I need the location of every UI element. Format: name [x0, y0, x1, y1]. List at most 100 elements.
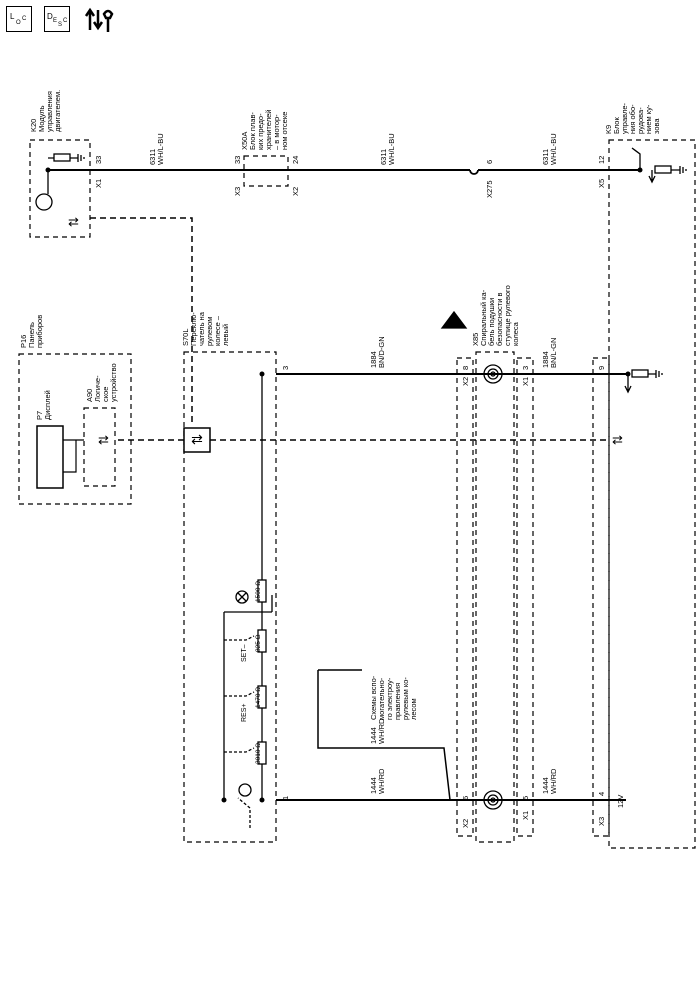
- p16-name-line-0: Панель: [27, 322, 36, 348]
- k9-1884-resistor: [631, 369, 649, 378]
- other-circuits-label-line-3: правления: [393, 683, 402, 720]
- x275-ref: X275: [485, 180, 494, 198]
- s70l-name-line-4: левый: [221, 324, 230, 346]
- x85-name-line-4: колеса: [511, 321, 520, 346]
- x85-pin-8: 8: [461, 366, 470, 370]
- a90-name-line-2: устройство: [109, 363, 118, 402]
- s70l-name-line-2: рулевом: [205, 317, 214, 346]
- cruise-button-icon: [238, 783, 252, 797]
- s70l-pin-3: 3: [281, 366, 290, 370]
- a90-name-line-1: ское: [101, 387, 110, 402]
- k9-voltage: 12V: [616, 795, 625, 808]
- x50a-ref: X50A: [240, 132, 249, 150]
- x85-name-line-0: Спиральный ка-: [479, 289, 488, 346]
- k20-sensor-icon: [35, 193, 53, 211]
- k9-conn-x3: X3: [597, 817, 606, 826]
- k20-resistor: [53, 153, 71, 162]
- k9-pin-9: 9: [597, 366, 606, 370]
- x85-name-line-2: безопасности в: [495, 293, 504, 346]
- x50a-conn-right: X2: [291, 187, 300, 196]
- clockspring-top-icon: [483, 364, 503, 384]
- k20-ref: K20: [29, 119, 38, 132]
- s70l-top-link: [261, 374, 273, 612]
- k9-name-line-2: ния обо-: [628, 104, 637, 134]
- wire-1444-b-color: WH/RD: [549, 768, 558, 794]
- x85-ref: X85: [471, 333, 480, 346]
- k9-arrow-icon: [648, 170, 656, 184]
- a90-bus-icon: ⇄: [98, 432, 109, 447]
- bus-splice-box: [183, 427, 211, 453]
- resistor-1500-label: 1500 Ω: [255, 581, 262, 602]
- wire-6311-c-num: 6311: [541, 149, 550, 165]
- wire-1444-c-color: WH/RD: [377, 718, 386, 744]
- button-set-label: SET–: [241, 644, 248, 662]
- x85-x1-box: [516, 357, 534, 837]
- s70l-box: [183, 351, 277, 843]
- k20-pin: 33: [94, 156, 103, 164]
- k9-switch-icon: [631, 147, 641, 170]
- k9-bus-icon: ⇄: [612, 432, 623, 447]
- wire-1444-a-num: 1444: [369, 777, 378, 794]
- resistor-825-label: 825 Ω: [255, 634, 262, 652]
- k9-pin-4: 4: [597, 792, 606, 796]
- x85-box: [475, 351, 515, 843]
- k20-data-bus: [90, 217, 193, 422]
- other-circuits-label-line-0: Схемы вспо-: [369, 675, 378, 720]
- other-circuits-label-line-1: могательно-: [377, 677, 386, 720]
- x50a-pin-right: 24: [291, 156, 300, 164]
- wire-1884-a-color: BN/D-GN: [377, 336, 386, 368]
- resistor-3010-label: 3010 Ω: [255, 743, 262, 764]
- x85-conn-x2-bottom: X2: [461, 819, 470, 828]
- x85-name-line-3: ступице рулевого: [503, 285, 512, 346]
- k20-name-line-1: управления: [45, 91, 54, 132]
- s70l-name-line-3: колесе –: [213, 315, 222, 346]
- p7-name: Дисплей: [43, 390, 52, 420]
- clockspring-bottom-icon: [483, 790, 503, 810]
- x85-pin-3: 3: [521, 366, 530, 370]
- airbag-warning-icon: [440, 310, 468, 329]
- description-icon[interactable]: D E S C: [44, 6, 70, 32]
- p16-name-line-1: приборов: [35, 315, 44, 348]
- wire-6311-c-color: WH/L-BU: [549, 133, 558, 165]
- p7-ref: P7: [35, 411, 44, 420]
- x50a-name-line-0: Блок плав-: [248, 112, 257, 150]
- p7-display-box: [36, 425, 64, 489]
- wire-1444-c-num: 1444: [369, 727, 378, 744]
- button-res-label: RES+: [241, 704, 248, 722]
- k9-ref: K9: [604, 125, 613, 134]
- k9-pin: 12: [597, 156, 606, 164]
- x50a-pin-left: 33: [233, 156, 242, 164]
- s70l-pin-1: 1: [281, 796, 290, 800]
- wire-6311-a-color: WH/L-BU: [156, 133, 165, 165]
- a90-box: [83, 407, 116, 487]
- k20-connector: X1: [94, 179, 103, 188]
- location-icon[interactable]: L O C: [6, 6, 32, 32]
- s70l-name-line-1: чатель на: [197, 311, 206, 346]
- wire-1884-b-color: BN/L-GN: [549, 338, 558, 368]
- k9-name-line-3: рудова-: [636, 107, 645, 134]
- k9-name-line-1: управле-: [620, 102, 629, 134]
- x85-conn-x1-top: X1: [521, 377, 530, 386]
- k9-name-line-4: нием ку-: [644, 104, 653, 134]
- k20-bus-icon: ⇄: [68, 214, 79, 229]
- other-circuits-label-line-5: лесом: [409, 698, 418, 720]
- k9-name-line-0: Блок: [612, 117, 621, 134]
- s70l-internal-bus: [223, 611, 272, 800]
- a90-ref: A90: [85, 389, 94, 402]
- a90-name-line-0: Логиче-: [93, 375, 102, 402]
- s70l-main-switch: [237, 797, 251, 828]
- wire-1444-b-num: 1444: [541, 777, 550, 794]
- k9-1884-arrow: [624, 374, 632, 394]
- k9-1884-ground: [648, 370, 663, 378]
- other-circuits-label-line-4: рулевым ко-: [401, 677, 410, 720]
- wire-6311-a-num: 6311: [148, 149, 157, 165]
- k9-connector: X5: [597, 179, 606, 188]
- p16-box: [18, 353, 132, 505]
- wire-1444-branch: [317, 670, 451, 801]
- p7-a90-link: [63, 439, 84, 473]
- wire-6311-b-num: 6311: [379, 149, 388, 165]
- k20-box: [29, 139, 91, 238]
- arrows-wrench-icon[interactable]: [84, 4, 118, 34]
- p16-ref: P16: [19, 335, 28, 348]
